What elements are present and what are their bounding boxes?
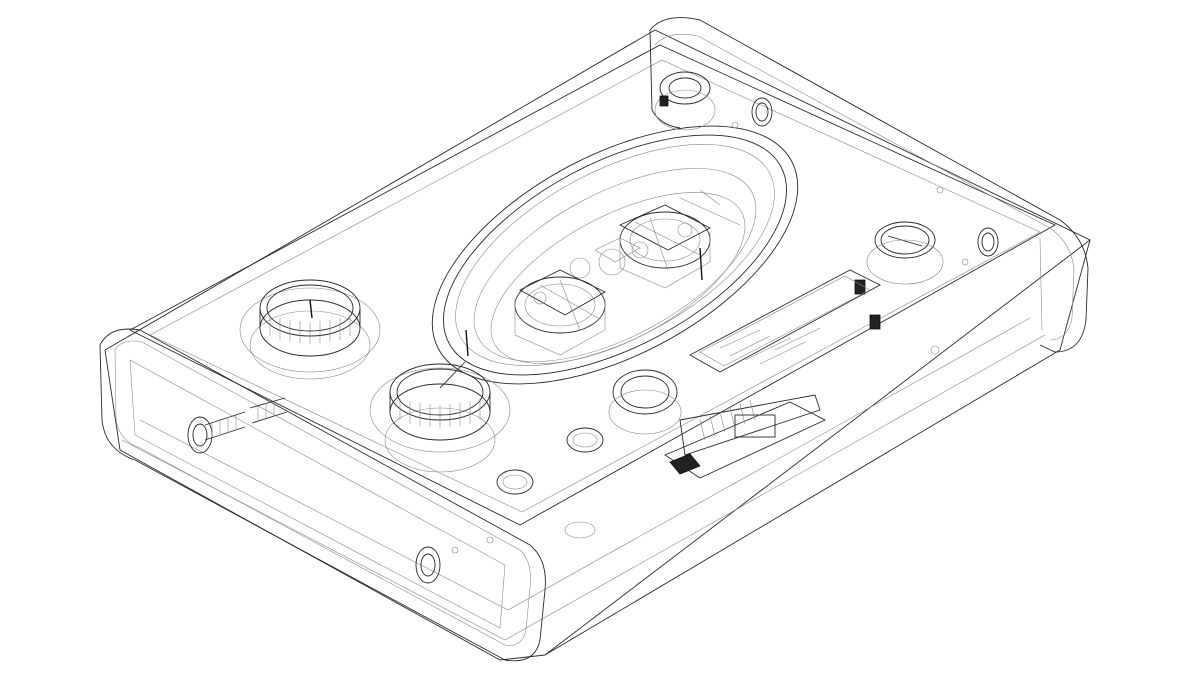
- screws: [204, 247, 881, 441]
- enclosure-body: [104, 29, 1091, 661]
- holes: [451, 121, 969, 554]
- oval-window: [431, 125, 799, 385]
- ports: [187, 71, 999, 584]
- left-end-cap: [99, 328, 546, 662]
- circuit-board: [664, 269, 881, 479]
- center-knob-icon: [369, 361, 511, 473]
- right-end-cap: [649, 17, 1089, 353]
- gear-mechanism: [514, 189, 741, 356]
- left-knob-icon: [239, 279, 381, 380]
